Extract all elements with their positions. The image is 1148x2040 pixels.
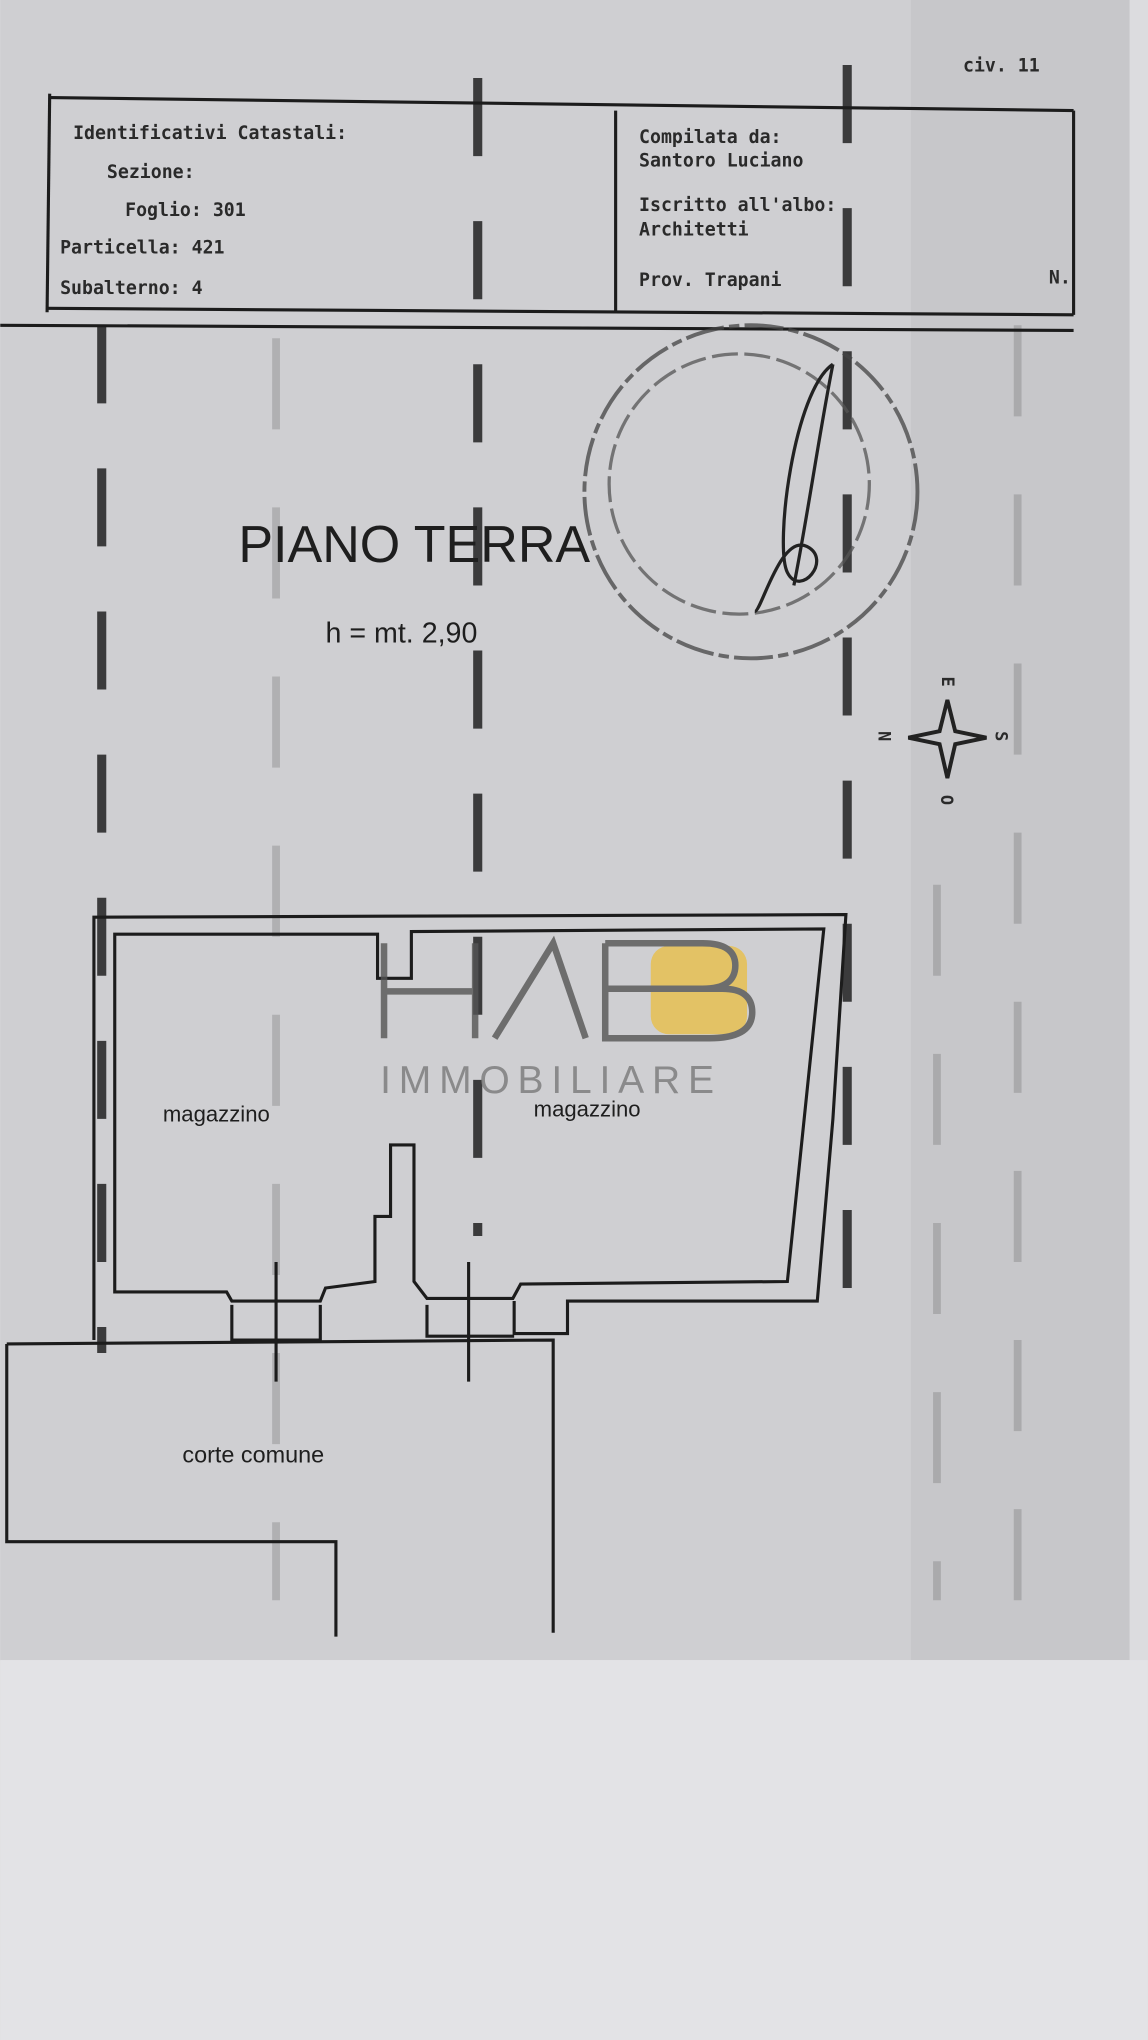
compilata-name: Santoro Luciano bbox=[639, 151, 803, 172]
header-box: civ. 11 Identificativi Catastali: Sezion… bbox=[0, 56, 1076, 333]
particella: Particella: 421 bbox=[60, 238, 224, 259]
plan-title: PIANO TERRA bbox=[238, 516, 590, 574]
room-label-magazzino-right: magazzino bbox=[534, 1096, 641, 1121]
signature bbox=[753, 362, 835, 614]
compass-north: N bbox=[874, 731, 894, 741]
scan-shadow bbox=[910, 0, 1130, 1661]
foglio: Foglio: 301 bbox=[125, 200, 246, 221]
compass-west: O bbox=[937, 795, 957, 805]
room-label-corte-comune: corte comune bbox=[182, 1441, 324, 1467]
logo-subtitle: IMMOBILIARE bbox=[380, 1059, 722, 1102]
compass-icon: E N S O bbox=[874, 677, 1011, 806]
floor-plan: magazzino magazzino corte comune bbox=[5, 913, 848, 1637]
province: Prov. Trapani bbox=[639, 270, 782, 291]
architect-stamp bbox=[582, 323, 920, 661]
dashed-lines bbox=[97, 65, 1022, 1601]
plan-height: h = mt. 2,90 bbox=[326, 618, 478, 650]
hab-immobiliare-logo: IMMOBILIARE bbox=[380, 935, 756, 1102]
iscritto-label: Iscritto all'albo: bbox=[639, 195, 836, 216]
sezione: Sezione: bbox=[107, 162, 195, 183]
cadastral-title: Identificativi Catastali: bbox=[73, 123, 347, 144]
civ-number: civ. 11 bbox=[963, 56, 1040, 77]
compilata-label: Compilata da: bbox=[639, 127, 781, 148]
room-label-magazzino-left: magazzino bbox=[163, 1101, 270, 1126]
number-label: N. bbox=[1049, 268, 1071, 289]
compass-south: S bbox=[992, 731, 1012, 741]
page-bottom bbox=[0, 1660, 1148, 2040]
compass-east: E bbox=[938, 677, 958, 687]
subalterno: Subalterno: 4 bbox=[60, 278, 203, 299]
iscritto-value: Architetti bbox=[639, 219, 749, 240]
